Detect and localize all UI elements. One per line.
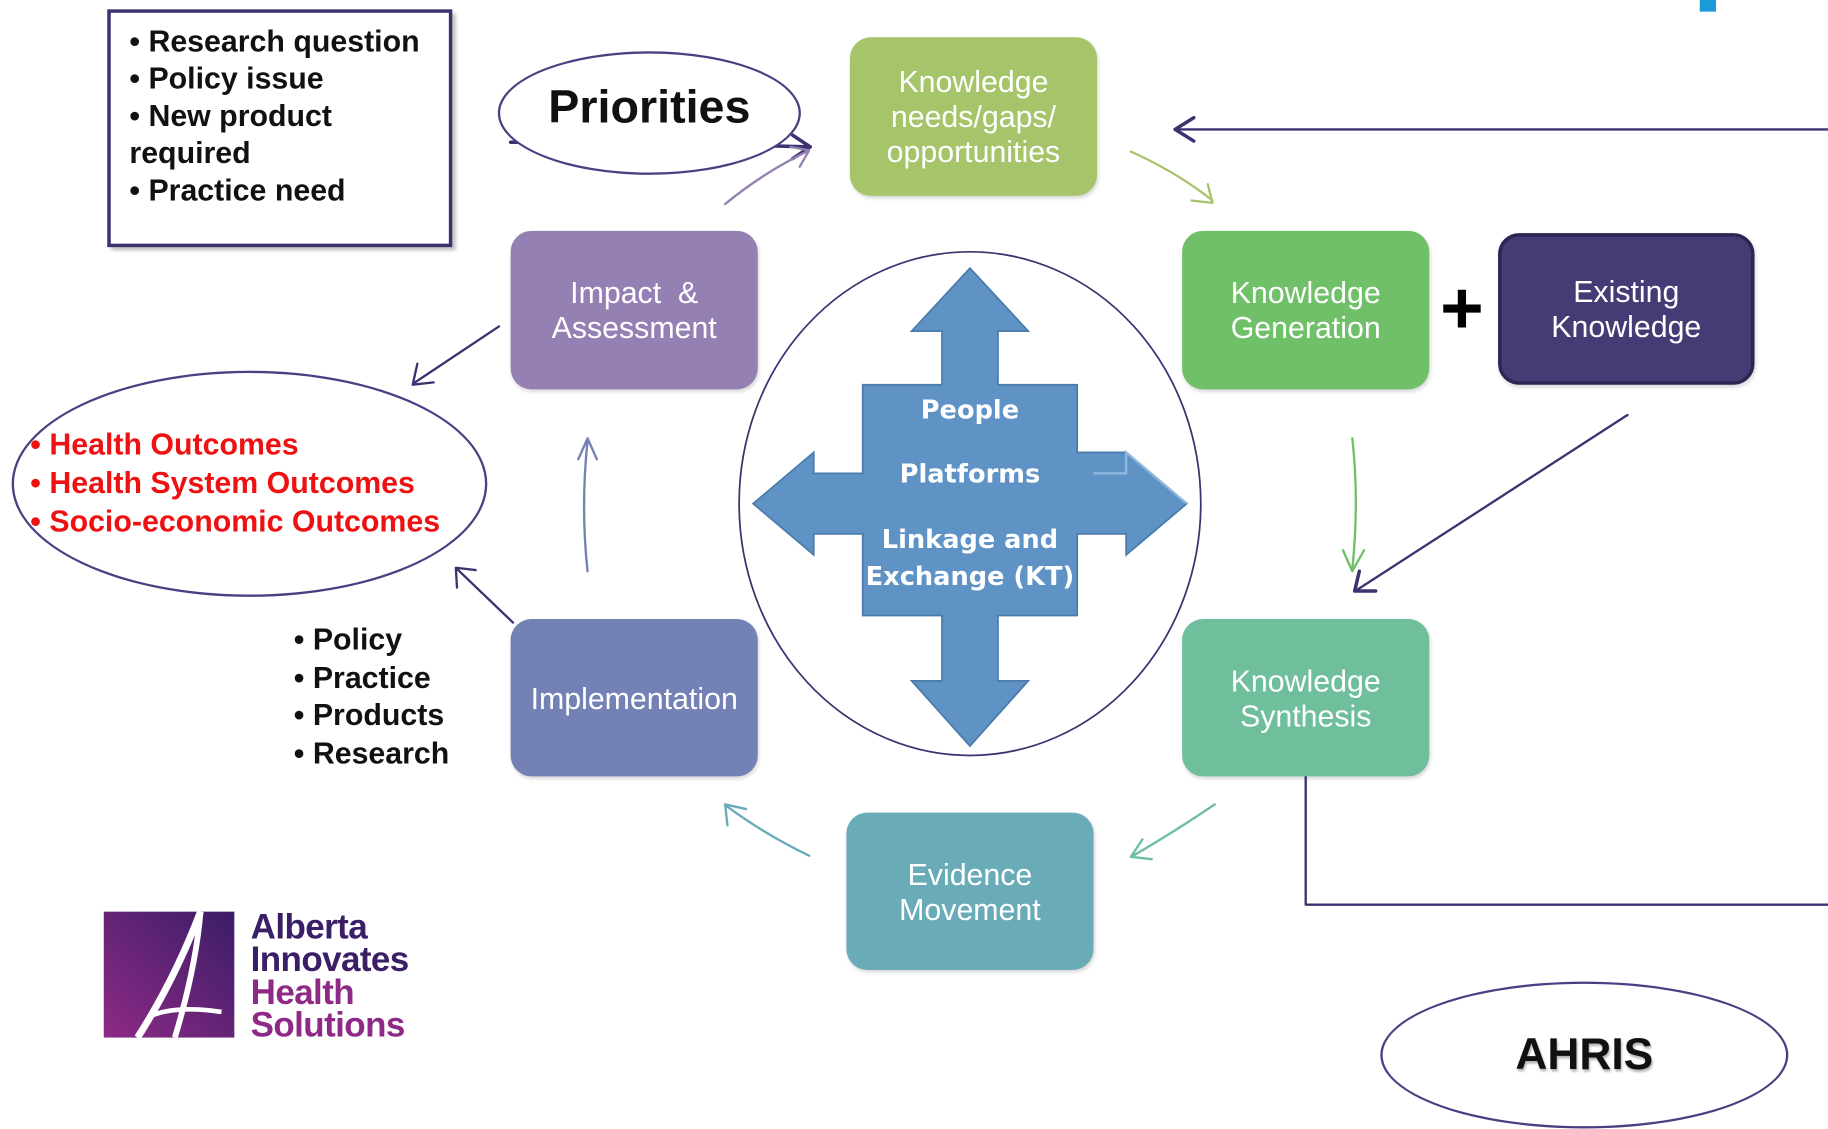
four-way-arrow-icon — [751, 266, 1189, 748]
existing-knowledge-box: Existing Knowledge — [1498, 233, 1755, 385]
logo-line-health: Health — [250, 973, 355, 1012]
impact-to-outcomes-arrow — [413, 325, 501, 384]
impact-to-needs-arrowhead — [789, 145, 811, 168]
synthesis-to-evidence-arrowhead — [1129, 838, 1153, 861]
knowledge-synthesis-box: Knowledge Synthesis — [1182, 619, 1430, 777]
needs-to-generation-arrowhead — [1190, 183, 1214, 205]
existing-to-synthesis-arrow — [1355, 413, 1629, 592]
priorities-oval — [497, 51, 801, 175]
outcome-item: • Health Outcomes — [30, 426, 299, 462]
feedback-return-arrowhead — [1173, 115, 1196, 143]
knowledge-generation-box: Knowledge Generation — [1182, 230, 1430, 390]
hub-linkage: Linkage and — [881, 525, 1059, 555]
generation-to-synthesis-arrow — [1351, 437, 1357, 571]
impact-to-outcomes-arrowhead — [411, 362, 435, 386]
evidence-to-implementation-arrowhead — [723, 803, 748, 827]
priorities-item: • Policy issue — [129, 60, 324, 96]
logo-line-solutions: Solutions — [250, 1006, 406, 1045]
ahris-label: AHRIS — [1515, 1030, 1654, 1080]
implementation-item: • Policy — [293, 621, 403, 657]
synthesis-to-evidence-arrow — [1131, 803, 1216, 857]
impact-assessment-box: Impact & Assessment — [510, 230, 758, 390]
implementation-item: • Research — [293, 735, 450, 771]
priorities-item: • New product required — [129, 97, 332, 171]
impact-to-needs-arrow — [723, 150, 808, 206]
logo-text: Alberta Innovates Health Solutions — [250, 908, 410, 1045]
outcomes-oval — [11, 370, 488, 597]
outcome-item: • Health System Outcomes — [30, 465, 415, 501]
priorities-item: • Research question — [129, 23, 420, 59]
implementation-to-impact-arrowhead — [577, 437, 599, 461]
priorities-bullet-box: • Research question • Policy issue • New… — [107, 9, 453, 248]
existing-to-synthesis-arrowhead — [1352, 569, 1378, 593]
priorities-label: Priorities — [548, 81, 751, 133]
implementation-items-list: • Policy • Practice • Products • Researc… — [294, 620, 450, 772]
implementation-to-outcomes-arrow — [455, 567, 515, 624]
implementation-box: Implementation — [510, 619, 758, 777]
needs-to-generation-arrow — [1129, 150, 1214, 202]
implementation-item: • Products — [293, 697, 445, 733]
outcomes-list: • Health Outcomes • Health System Outcom… — [30, 426, 440, 541]
plus-sign: + — [1440, 265, 1484, 350]
evidence-movement-box: Evidence Movement — [846, 812, 1094, 970]
outcome-item: • Socio-economic Outcomes — [30, 503, 441, 539]
alberta-innovates-a-logo-icon — [103, 910, 235, 1040]
generation-to-synthesis-arrowhead — [1341, 549, 1366, 573]
logo-line-alberta: Alberta — [250, 908, 368, 947]
cropped-blue-mark — [1699, 0, 1717, 12]
knowledge-needs-box: Knowledge needs/gaps/ opportunities — [849, 37, 1098, 196]
implementation-to-outcomes-arrowhead — [454, 566, 477, 589]
logo-line-innovates: Innovates — [250, 940, 410, 980]
hub-platforms: Platforms — [899, 460, 1041, 490]
implementation-item: • Practice — [293, 659, 431, 695]
implementation-to-impact-arrow — [582, 439, 589, 573]
evidence-to-implementation-arrow — [726, 805, 811, 857]
feedback-loop-line — [1304, 774, 1828, 906]
hub-people: People — [920, 396, 1020, 426]
hub-exchange: Exchange (KT) — [865, 563, 1075, 593]
priorities-item: • Practice need — [129, 172, 346, 208]
